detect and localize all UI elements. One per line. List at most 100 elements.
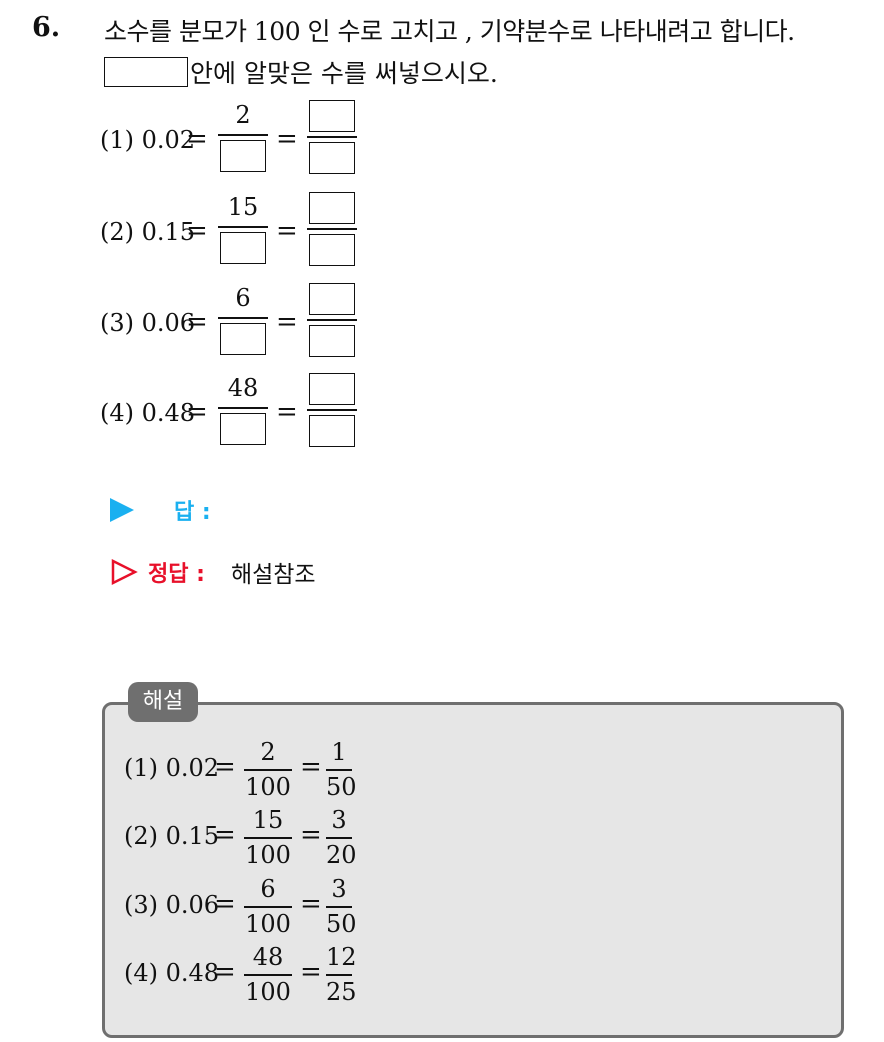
solution-label: (1) 0.02 — [124, 754, 220, 782]
fraction-hundredths: 15 100 — [244, 806, 292, 869]
denominator-blank[interactable] — [309, 414, 355, 447]
problem-label: (3) 0.06 — [100, 309, 196, 337]
fraction-bar — [218, 134, 268, 136]
fraction-reduced: 3 20 — [326, 806, 357, 869]
denominator-blank[interactable] — [220, 231, 266, 264]
numerator: 12 — [326, 943, 357, 971]
equals-sign: = — [186, 397, 208, 427]
denominator: 20 — [326, 840, 357, 869]
denominator-blank[interactable] — [309, 324, 355, 357]
equals-sign: = — [214, 957, 236, 987]
numerator: 1 — [331, 738, 347, 766]
denominator: 50 — [326, 772, 357, 801]
fraction-bar — [326, 906, 352, 908]
fraction-bar — [244, 837, 292, 839]
play-triangle-icon — [110, 498, 134, 522]
answer-line: 답 : — [110, 494, 211, 526]
question-text-line2-suffix: 안에 알맞은 수를 써넣으시오. — [190, 59, 498, 88]
fraction-hundredths: 2 100 — [244, 738, 292, 801]
fraction-bar — [218, 226, 268, 228]
fraction-bar — [307, 319, 357, 321]
problem-label: (4) 0.48 — [100, 399, 196, 427]
denominator-blank[interactable] — [220, 412, 266, 445]
fraction-reduced: 3 50 — [326, 875, 357, 938]
problem-1: (1) 0.02 = 2 = — [100, 100, 400, 180]
outline-triangle-icon — [111, 558, 138, 586]
solution-row-2: (2) 0.15 = 15 100 = 3 20 — [124, 806, 384, 870]
numerator-blank[interactable] — [309, 192, 355, 224]
explanation-box — [102, 702, 844, 1038]
fraction-given: 48 — [218, 373, 268, 445]
fraction-bar — [244, 974, 292, 976]
equals-sign: = — [276, 124, 298, 154]
fraction-hundredths: 6 100 — [244, 875, 292, 938]
solution-label: (2) 0.15 — [124, 822, 220, 850]
equals-sign: = — [300, 957, 322, 987]
problem-3: (3) 0.06 = 6 = — [100, 283, 400, 363]
problem-2: (2) 0.15 = 15 = — [100, 192, 400, 272]
fraction-bar — [307, 409, 357, 411]
problem-4: (4) 0.48 = 48 = — [100, 373, 400, 453]
fraction-reduced — [307, 192, 357, 266]
solution-label: (3) 0.06 — [124, 891, 220, 919]
numerator: 15 — [227, 193, 259, 221]
denominator-blank[interactable] — [309, 141, 355, 174]
numerator: 6 — [260, 875, 276, 903]
correct-answer-value: 해설참조 — [230, 562, 316, 588]
equals-sign: = — [276, 307, 298, 337]
denominator-blank[interactable] — [220, 322, 266, 355]
numerator: 48 — [227, 374, 259, 402]
numerator: 3 — [331, 875, 347, 903]
numerator-blank[interactable] — [309, 283, 355, 315]
solution-row-4: (4) 0.48 = 48 100 = 12 25 — [124, 943, 384, 1007]
equals-sign: = — [186, 307, 208, 337]
equals-sign: = — [214, 889, 236, 919]
problem-label: (2) 0.15 — [100, 218, 196, 246]
denominator: 50 — [326, 909, 357, 938]
numerator: 2 — [235, 101, 251, 129]
numerator: 3 — [331, 806, 347, 834]
denominator: 100 — [245, 909, 291, 938]
fraction-given: 6 — [218, 283, 268, 355]
numerator: 2 — [260, 738, 276, 766]
denominator: 100 — [245, 772, 291, 801]
fraction-reduced: 12 25 — [326, 943, 357, 1006]
fraction-hundredths: 48 100 — [244, 943, 292, 1006]
question-text-line2: 안에 알맞은 수를 써넣으시오. — [104, 54, 498, 90]
denominator-blank[interactable] — [220, 139, 266, 172]
denominator: 25 — [326, 977, 357, 1006]
fraction-bar — [326, 837, 352, 839]
question-text-line1: 소수를 분모가 100 인 수로 고치고 , 기약분수로 나타내려고 합니다. — [104, 17, 795, 46]
numerator-blank[interactable] — [309, 373, 355, 405]
fraction-bar — [326, 974, 352, 976]
fraction-bar — [218, 317, 268, 319]
denominator-blank[interactable] — [309, 233, 355, 266]
fraction-reduced — [307, 373, 357, 447]
explanation-tab: 해설 — [128, 682, 198, 722]
fraction-bar — [307, 228, 357, 230]
answer-label: 답 : — [174, 500, 211, 525]
solution-row-1: (1) 0.02 = 2 100 = 1 50 — [124, 738, 384, 802]
denominator: 100 — [245, 840, 291, 869]
equals-sign: = — [214, 820, 236, 850]
numerator: 15 — [252, 806, 284, 834]
question-number: 6. — [32, 12, 61, 43]
equals-sign: = — [300, 820, 322, 850]
fraction-bar — [244, 906, 292, 908]
numerator-blank[interactable] — [309, 100, 355, 132]
solution-row-3: (3) 0.06 = 6 100 = 3 50 — [124, 875, 384, 939]
solution-label: (4) 0.48 — [124, 959, 220, 987]
blank-box-example — [104, 57, 188, 87]
fraction-bar — [244, 769, 292, 771]
fraction-given: 15 — [218, 192, 268, 264]
correct-answer-label: 정답 : — [148, 562, 205, 587]
problem-label: (1) 0.02 — [100, 126, 196, 154]
fraction-reduced — [307, 100, 357, 174]
equals-sign: = — [300, 889, 322, 919]
equals-sign: = — [186, 124, 208, 154]
correct-answer-line: 정답 : 해설참조 — [110, 555, 316, 589]
fraction-bar — [307, 136, 357, 138]
denominator: 100 — [245, 977, 291, 1006]
fraction-given: 2 — [218, 100, 268, 172]
equals-sign: = — [186, 216, 208, 246]
